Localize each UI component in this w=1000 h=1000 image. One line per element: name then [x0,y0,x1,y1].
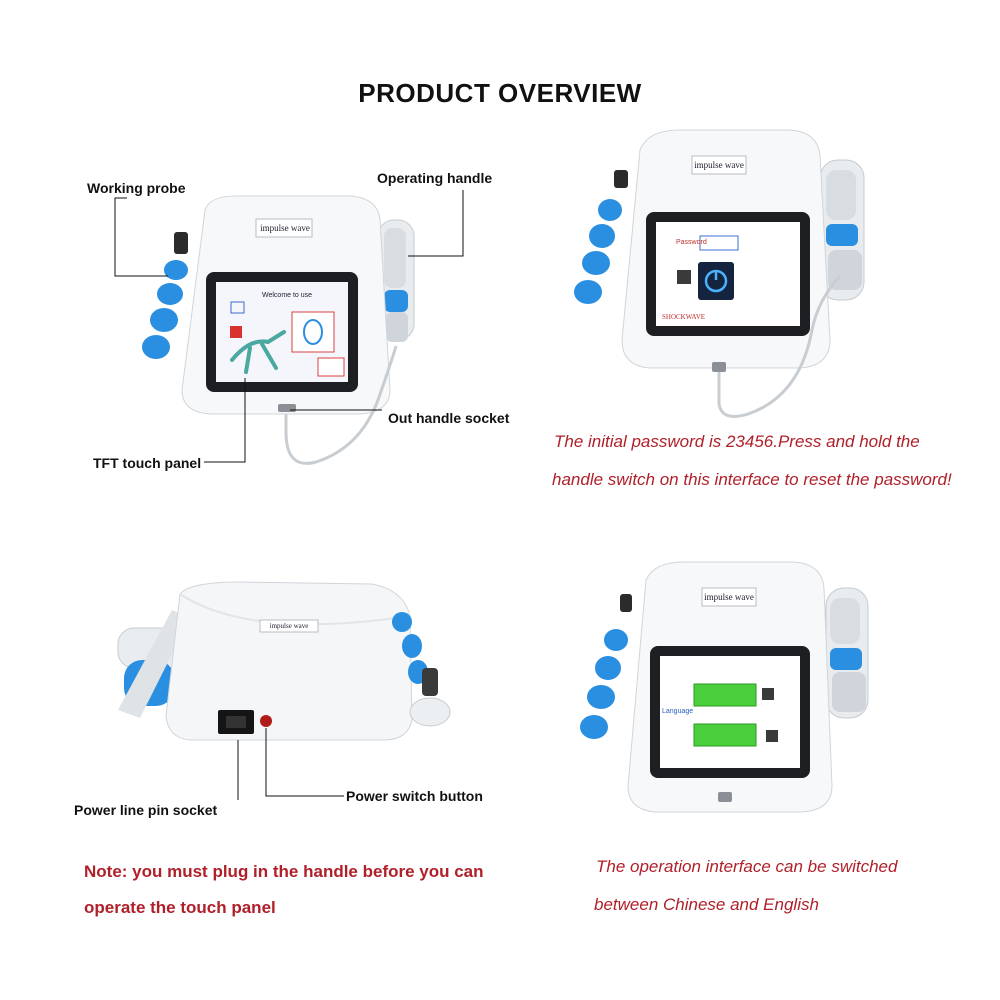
caption-language-line2: between Chinese and English [594,895,819,914]
screen-shockwave-brand: SHOCKWAVE [662,313,706,321]
label-power-switch-button: Power switch button [346,788,483,804]
caption-password-line2: handle switch on this interface to reset… [552,470,952,489]
label-tft-touch-panel: TFT touch panel [93,455,202,471]
caption-password-line1: The initial password is 23456.Press and … [554,432,920,451]
device-brand-1: impulse wave [260,223,310,233]
device-front-1 [142,195,415,465]
caption-language-line1: The operation interface can be switched [596,857,898,876]
note-line2: operate the touch panel [84,898,276,917]
device-front-4 [580,561,869,813]
device-brand-4: impulse wave [704,592,754,602]
device-brand-2: impulse wave [694,160,744,170]
callout-lines-3 [237,728,344,800]
callout-lines-1 [114,190,464,463]
screen-language-label: Language [662,708,694,715]
device-back-3 [117,581,451,741]
label-power-line-pin-socket: Power line pin socket [74,802,218,818]
label-operating-handle: Operating handle [377,170,493,186]
page-title: PRODUCT OVERVIEW [358,78,642,108]
screen-password-label: Password [676,239,707,246]
label-working-probe: Working probe [87,180,186,196]
screen-welcome-text: Welcome to use [262,292,313,299]
note-line1: Note: you must plug in the handle before… [84,862,484,881]
device-front-2 [574,129,865,418]
label-out-handle-socket: Out handle socket [388,410,510,426]
device-brand-3: impulse wave [269,622,309,630]
